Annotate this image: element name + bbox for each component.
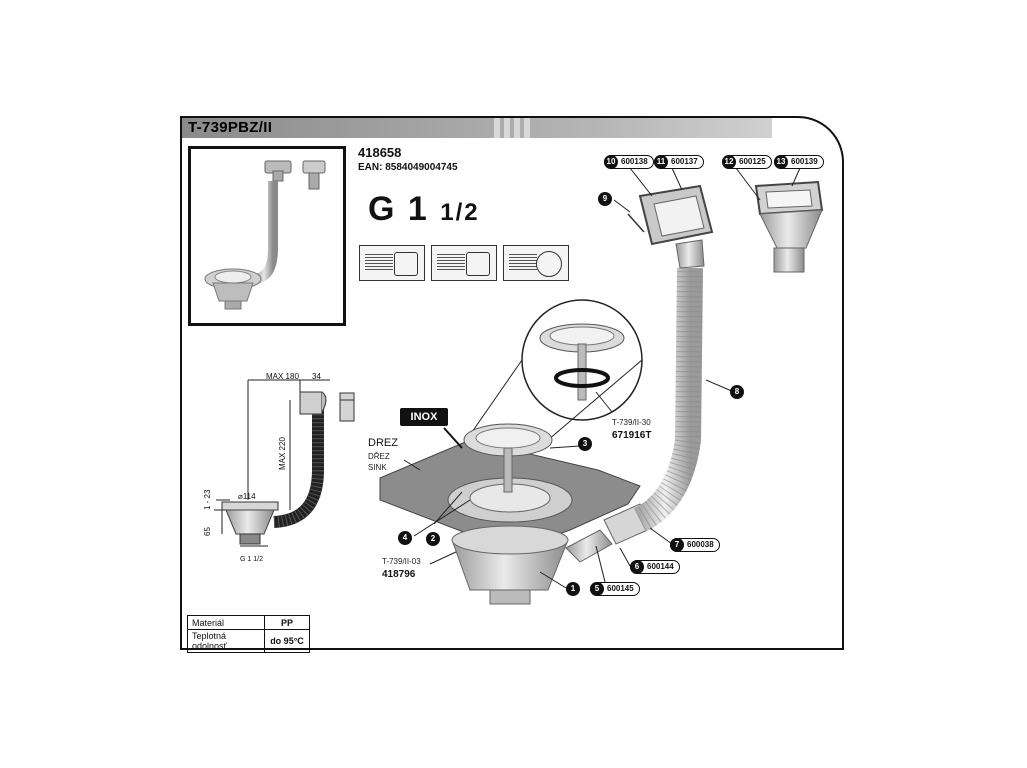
callout-6-code: 600144 bbox=[647, 562, 674, 571]
insert-code: 671916T bbox=[612, 430, 652, 441]
callout-1: 1 bbox=[566, 582, 580, 596]
product-code: 418658 bbox=[358, 145, 402, 160]
spec-table: Materiál PP Teplotná odolnosť do 95°C bbox=[187, 615, 310, 653]
callout-7-code: 600038 bbox=[687, 540, 714, 549]
body-name: T-739/II-03 bbox=[382, 557, 421, 566]
callout-12-num: 12 bbox=[722, 155, 736, 169]
spec-key: Materiál bbox=[187, 615, 265, 630]
sink-type-icon bbox=[431, 245, 497, 281]
sheet-frame bbox=[180, 116, 844, 650]
dim-34: 34 bbox=[312, 372, 321, 381]
callout-10-code: 600138 bbox=[621, 157, 648, 166]
spec-key: Teplotná odolnosť bbox=[187, 629, 265, 653]
dim-1-23: 1 - 23 bbox=[203, 489, 212, 510]
spec-value: PP bbox=[264, 615, 310, 630]
thread-size-main: G 1 bbox=[368, 190, 429, 228]
dim-65: 65 bbox=[203, 527, 212, 536]
title-bar bbox=[182, 118, 772, 138]
callout-5-num: 5 bbox=[590, 582, 604, 596]
callout-8: 8 bbox=[730, 385, 744, 399]
spec-row: Teplotná odolnosť do 95°C bbox=[187, 629, 310, 653]
callout-7-num: 7 bbox=[670, 538, 684, 552]
sink-label-en: SINK bbox=[368, 463, 387, 472]
sink-label-sk: DŘEZ bbox=[368, 452, 390, 461]
dim-g112: G 1 1/2 bbox=[240, 556, 263, 563]
thread-size-fraction: 1/2 bbox=[440, 199, 480, 226]
callout-10-num: 10 bbox=[604, 155, 618, 169]
inox-tag: INOX bbox=[400, 408, 448, 426]
callout-13-num: 13 bbox=[774, 155, 788, 169]
dim-d114: ⌀114 bbox=[238, 492, 256, 501]
callout-3: 3 bbox=[578, 437, 592, 451]
dim-max180: MAX 180 bbox=[266, 372, 299, 381]
thread-size: G 1 1/2 bbox=[368, 190, 480, 229]
spec-value: do 95°C bbox=[264, 629, 310, 653]
callout-11-code: 600137 bbox=[671, 157, 698, 166]
sink-label-cz: DREZ bbox=[368, 437, 398, 449]
callout-12-code: 600125 bbox=[739, 157, 766, 166]
callout-13-code: 600139 bbox=[791, 157, 818, 166]
sink-type-icon bbox=[503, 245, 569, 281]
callout-2: 2 bbox=[426, 532, 440, 546]
callout-5-code: 600145 bbox=[607, 584, 634, 593]
body-code: 418796 bbox=[382, 569, 416, 580]
callout-4: 4 bbox=[398, 531, 412, 545]
callout-6-num: 6 bbox=[630, 560, 644, 574]
dim-max220: MAX 220 bbox=[278, 437, 287, 470]
spec-row: Materiál PP bbox=[187, 615, 310, 630]
insert-name: T-739/II-30 bbox=[612, 418, 651, 427]
product-title: T-739PBZ/II bbox=[188, 119, 273, 136]
ean-code: EAN: 8584049004745 bbox=[358, 162, 458, 173]
sink-type-icon bbox=[359, 245, 425, 281]
callout-11-num: 11 bbox=[654, 155, 668, 169]
product-photo bbox=[188, 146, 346, 326]
callout-9: 9 bbox=[598, 192, 612, 206]
